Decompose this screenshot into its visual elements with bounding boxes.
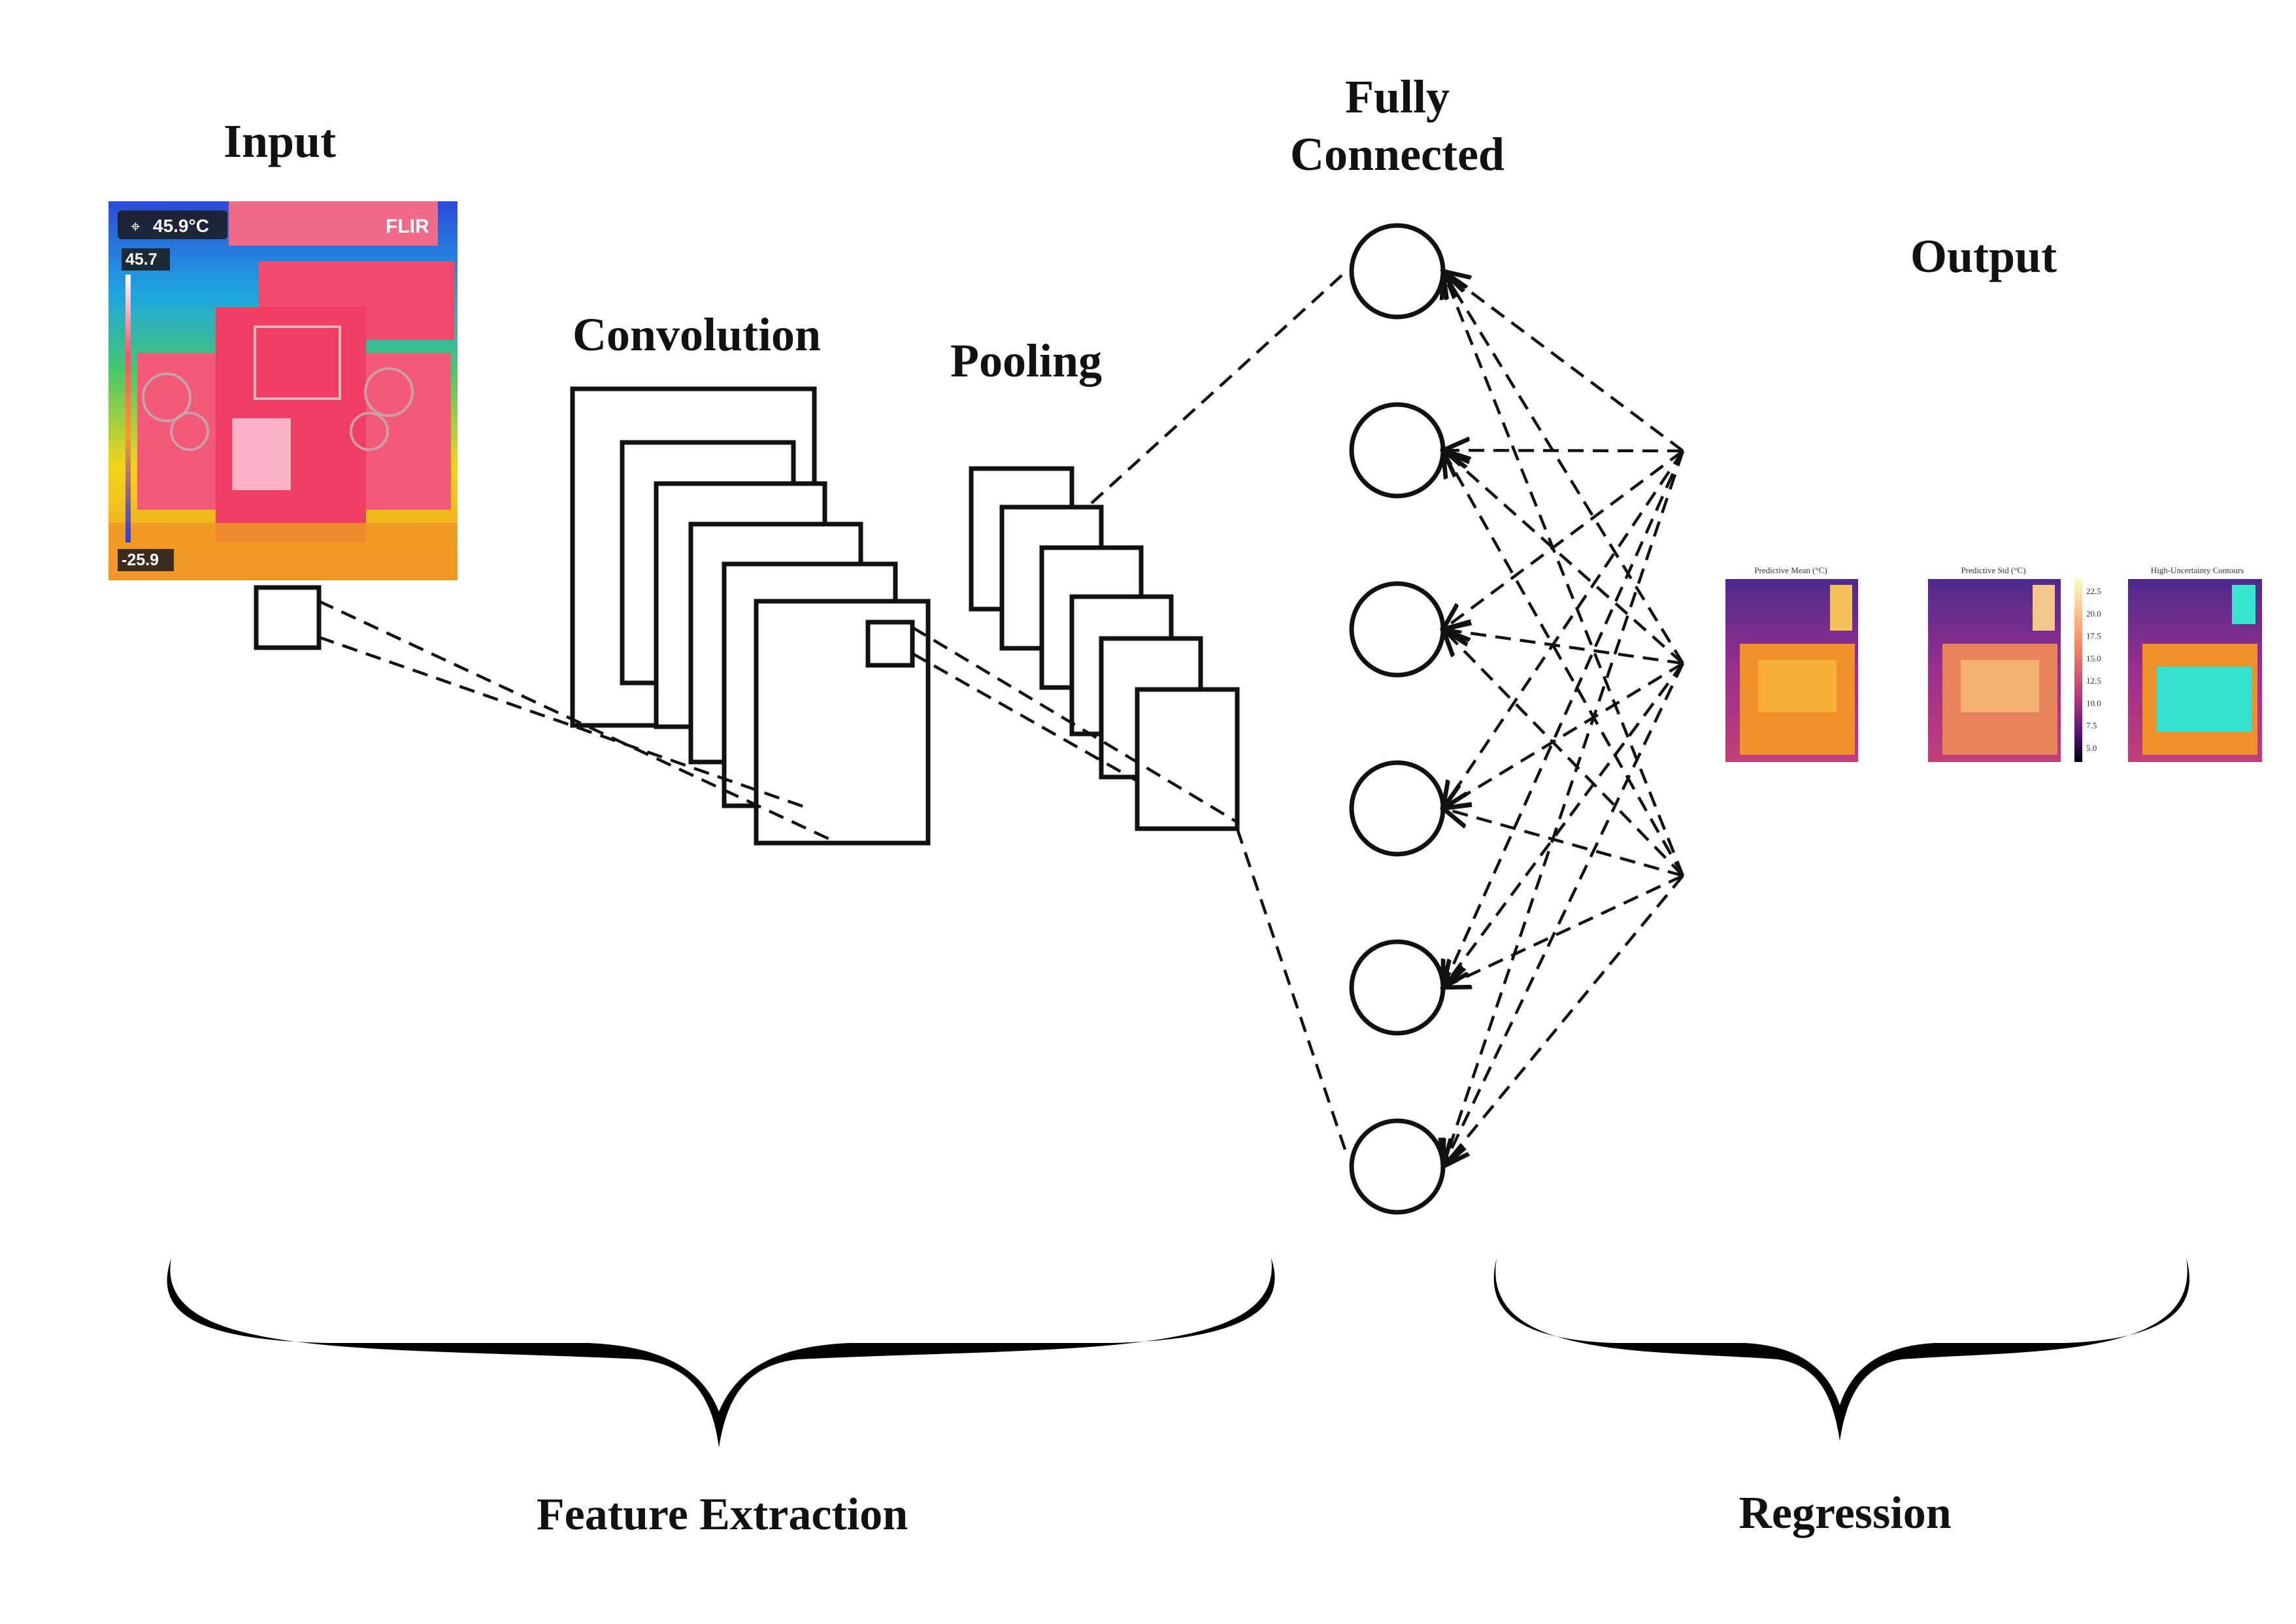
fc-edge <box>1443 271 1684 452</box>
std-colorbar <box>2074 579 2082 762</box>
fc-node <box>1349 581 1446 678</box>
pooling-heading: Pooling <box>950 335 1102 387</box>
pool-feature-map <box>1135 687 1240 831</box>
projection-lines <box>318 270 1348 1154</box>
input-temperature-scale-bar <box>125 274 131 542</box>
fc-edge <box>1443 450 1684 808</box>
fully-connected-edges <box>1443 271 1685 1167</box>
output-panel-title: Predictive Std (°C) <box>1961 565 2025 575</box>
feature-extraction-brace <box>167 1258 1275 1448</box>
colorbar-tick-label: 15.0 <box>2086 654 2101 663</box>
colorbar-tick-label: 20.0 <box>2086 608 2101 618</box>
fc-edge <box>1443 450 1685 1167</box>
fc-edge <box>1443 629 1684 877</box>
colorbar-tick-label: 10.0 <box>2086 698 2101 708</box>
input-heading: Input <box>224 115 336 167</box>
input-scale-max: 45.7 <box>125 250 158 269</box>
feature-extraction-label: Feature Extraction <box>537 1489 908 1540</box>
fc-edge <box>1443 808 1684 878</box>
output-panel-predictive-mean: Predictive Mean (°C) <box>1725 565 1858 762</box>
regression-label: Regression <box>1739 1488 1951 1538</box>
fc-node <box>1349 402 1446 499</box>
pooling-feature-maps <box>969 466 1240 831</box>
output-heading: Output <box>1910 230 2057 282</box>
regression-brace <box>1493 1258 2189 1441</box>
crosshair-icon: ⌖ <box>131 217 141 237</box>
input-spot-temperature: 45.9°C <box>153 216 209 236</box>
colorbar-tick-label: 17.5 <box>2086 631 2101 641</box>
colorbar-tick-label: 7.5 <box>2086 721 2097 731</box>
input-receptive-field <box>254 585 322 650</box>
fc-edge <box>1443 662 1684 808</box>
fc-node <box>1349 760 1446 857</box>
flir-logo: FLIR <box>386 216 429 237</box>
fc-edge <box>1443 874 1684 987</box>
fc-edge <box>1443 271 1685 876</box>
colorbar-ticks: 22.5 20.0 17.5 15.0 12.5 10.0 7.5 5.0 <box>2086 586 2101 753</box>
colorbar-tick-label: 5.0 <box>2086 743 2097 753</box>
output-panel-high-uncertainty-contours: High-Uncertainty Contours <box>2128 565 2262 762</box>
input-scale-min: -25.9 <box>122 551 159 569</box>
colorbar-tick-label: 22.5 <box>2086 586 2101 596</box>
fc-edge <box>1443 450 1684 629</box>
output-panel-title: Predictive Mean (°C) <box>1754 565 1827 575</box>
output-panel-predictive-std: Predictive Std (°C) 22.5 20.0 17.5 15.0 12.5… <box>1928 565 2101 762</box>
fc-edge <box>1443 450 1685 987</box>
fc-edge <box>1443 874 1684 1167</box>
fully-connected-heading-line2: Connected <box>1290 128 1505 180</box>
colorbar-tick-label: 12.5 <box>2086 676 2101 686</box>
input-thermal-image: 45.9°C ⌖ FLIR 45.7 -25.9 <box>108 201 458 580</box>
fc-edge <box>1443 662 1684 987</box>
fc-edge <box>1443 450 1684 451</box>
fc-edge <box>1443 450 1684 665</box>
fc-edge <box>1443 271 1684 665</box>
fully-connected-layer <box>1349 223 1446 1215</box>
convolution-heading: Convolution <box>573 308 821 361</box>
fc-node <box>1349 1118 1446 1215</box>
fc-edge <box>1443 663 1685 1167</box>
convolution-feature-maps <box>570 386 931 846</box>
fc-node <box>1349 223 1446 320</box>
fc-node <box>1349 939 1446 1036</box>
fc-edge <box>1443 450 1684 877</box>
fc-edge <box>1443 629 1684 665</box>
conv-receptive-field <box>865 620 915 668</box>
fully-connected-heading-line1: Fully <box>1345 71 1450 123</box>
output-panel-title: High-Uncertainty Contours <box>2151 565 2244 575</box>
